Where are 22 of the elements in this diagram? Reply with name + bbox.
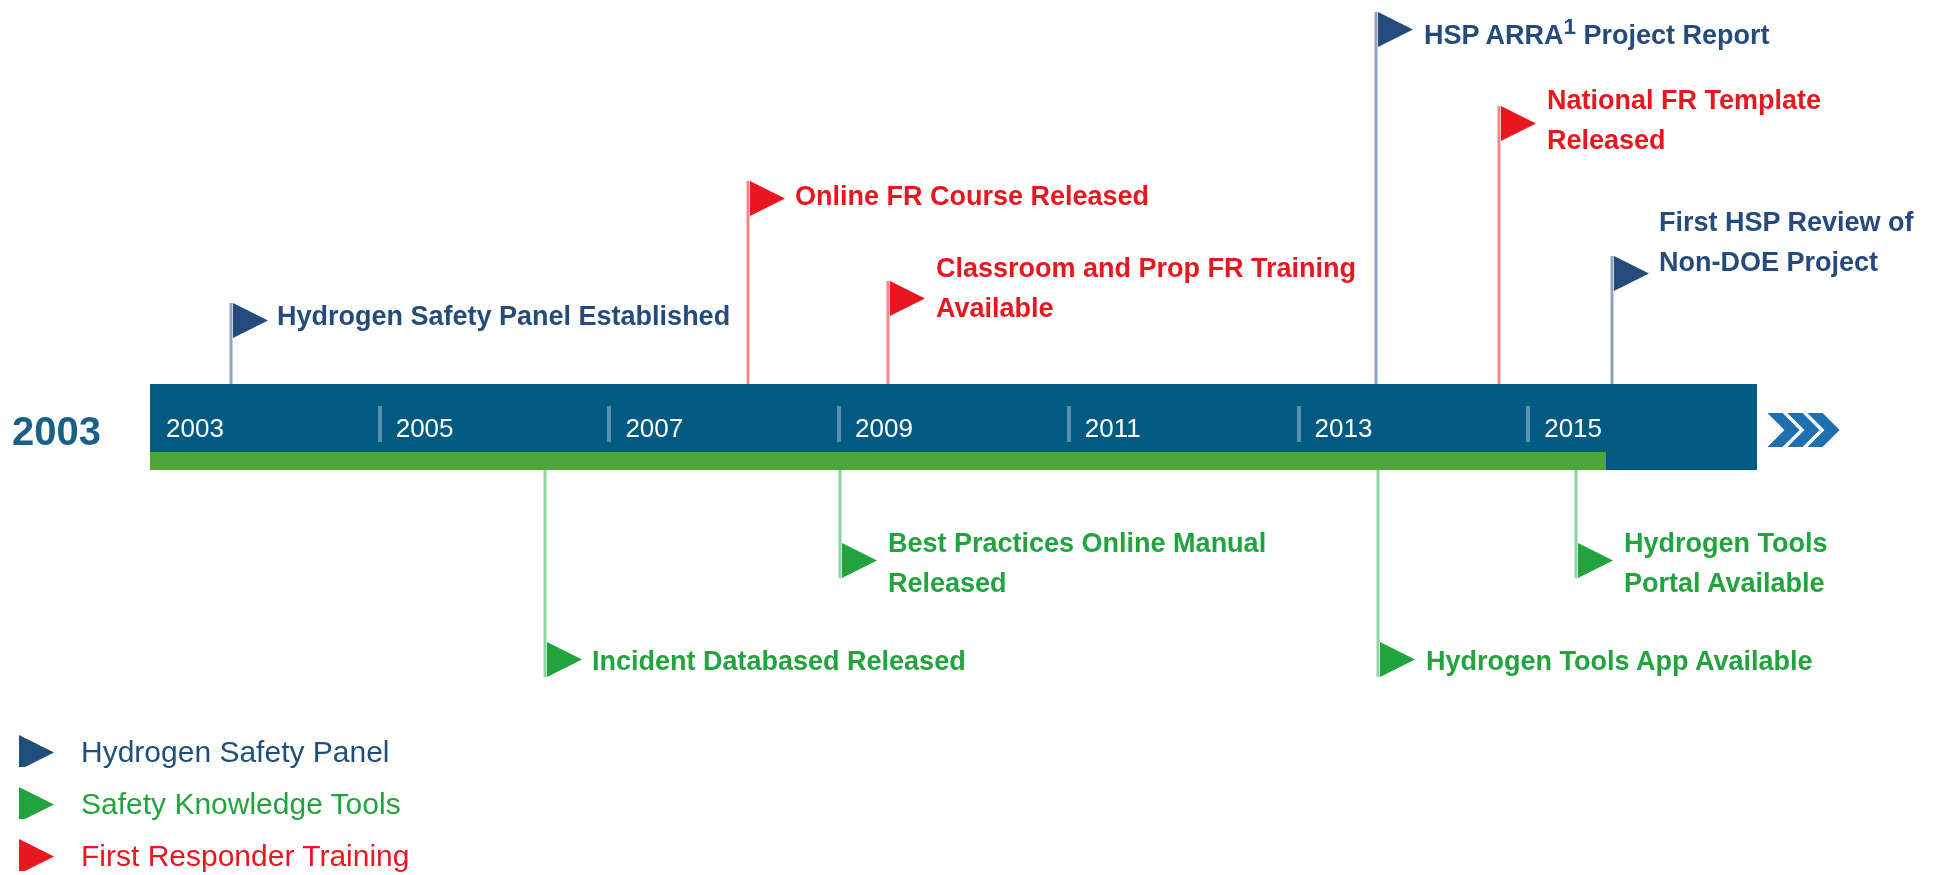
flag-pole — [886, 281, 890, 384]
year-label: 2009 — [855, 412, 913, 444]
flag-pole — [1610, 256, 1614, 384]
year-label: 2011 — [1084, 412, 1141, 444]
legend-label: First Responder Training — [81, 838, 410, 874]
flag-pole — [1376, 470, 1380, 677]
start-year-label: 2003 — [12, 408, 101, 454]
legend-label: Safety Knowledge Tools — [81, 786, 401, 822]
legend-label: Hydrogen Safety Panel — [81, 734, 390, 770]
flag-pole — [229, 303, 233, 384]
flag-pole — [543, 470, 547, 677]
year-label: 2003 — [166, 412, 224, 444]
flag-pole — [1374, 12, 1378, 384]
flag-pole — [1574, 470, 1578, 578]
year-label: 2007 — [625, 412, 684, 444]
year-label: 2005 — [395, 412, 454, 444]
timeline-bar — [150, 384, 1757, 470]
flag-pole — [1497, 106, 1501, 384]
flag-pole — [838, 470, 842, 578]
year-label: 2013 — [1314, 412, 1373, 444]
year-label: 2015 — [1544, 412, 1603, 444]
flag-pole — [746, 181, 750, 384]
